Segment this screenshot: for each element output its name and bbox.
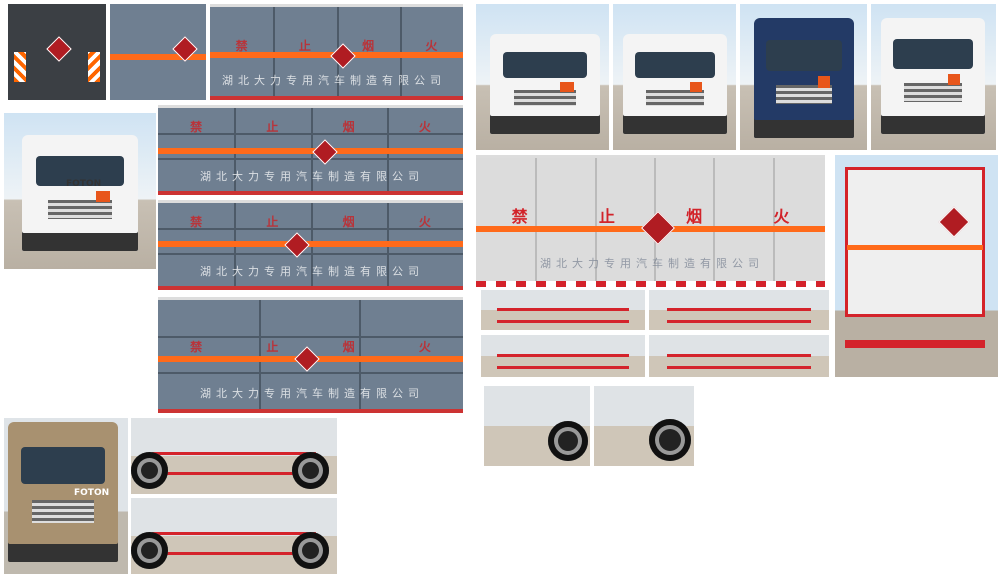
panel-char: 禁 — [190, 215, 203, 229]
wheel-photo — [484, 386, 590, 466]
chassis-photo — [131, 418, 337, 494]
chassis-photo — [481, 335, 645, 377]
chassis-photo — [649, 290, 829, 330]
chassis-photo — [131, 498, 337, 574]
panel-char: 火 — [418, 120, 431, 134]
panel-char: 烟 — [342, 340, 355, 354]
brand-logo: FOTON — [74, 488, 110, 498]
panel-char: 止 — [298, 39, 311, 53]
truck-rear-side-photo — [110, 4, 206, 100]
panel-char: 烟 — [342, 215, 355, 229]
panel-char: 火 — [773, 207, 790, 226]
panel-char: 止 — [266, 215, 279, 229]
cargo-box-side: 禁止烟火 — [476, 155, 825, 287]
truck-front-photo — [740, 4, 867, 150]
cargo-side-panel: 禁止烟火 — [210, 4, 463, 100]
panel-char: 止 — [266, 120, 279, 134]
panel-char: 禁 — [190, 340, 203, 354]
panel-char: 火 — [425, 39, 438, 53]
gold-truck-photo: FOTON — [4, 418, 128, 574]
truck-front-photo — [871, 4, 996, 150]
cargo-side-panel: 禁止烟火 — [158, 105, 463, 195]
panel-char: 火 — [418, 215, 431, 229]
cargo-side-panel: 禁止烟火 — [158, 200, 463, 290]
hazard-diamond-icon — [312, 139, 338, 165]
cargo-side-panel: 禁止烟火 — [158, 297, 463, 413]
panel-char: 禁 — [511, 207, 528, 226]
truck-front-photo: FOTON — [4, 113, 156, 269]
wheel-photo — [594, 386, 694, 466]
chassis-photo — [649, 335, 829, 377]
panel-char: 烟 — [686, 207, 703, 226]
hazard-diamond-icon — [46, 36, 72, 62]
truck-rear-box-photo — [835, 155, 998, 377]
truck-rear-photo — [8, 4, 106, 100]
panel-char: 禁 — [190, 120, 203, 134]
truck-front-photo — [476, 4, 609, 150]
panel-char: 止 — [266, 340, 279, 354]
panel-char: 烟 — [342, 120, 355, 134]
panel-char: 止 — [598, 207, 615, 226]
panel-char: 火 — [418, 340, 431, 354]
brand-logo: FOTON — [66, 179, 102, 189]
chassis-photo — [481, 290, 645, 330]
truck-front-photo — [613, 4, 736, 150]
panel-char: 烟 — [362, 39, 375, 53]
panel-char: 禁 — [235, 39, 248, 53]
